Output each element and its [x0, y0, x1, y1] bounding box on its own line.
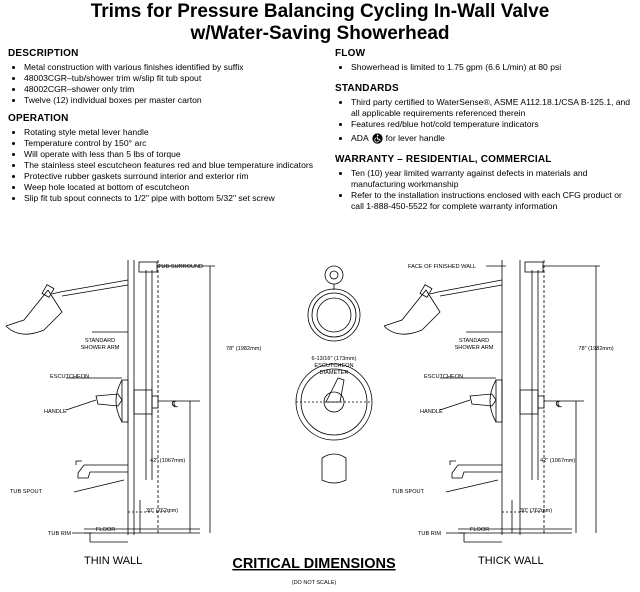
list-item: Rotating style metal lever handle: [24, 127, 323, 138]
right-column: FLOW Showerhead is limited to 1.75 gpm (…: [335, 48, 635, 219]
tub-rim-label: TUB RIM: [418, 531, 441, 537]
list-item: Slip fit tub spout connects to 1/2" pipe…: [24, 193, 323, 204]
operation-list: Rotating style metal lever handle Temper…: [8, 127, 323, 204]
escutcheon-label: ESCUTCHEON: [424, 374, 463, 380]
description-section: DESCRIPTION Metal construction with vari…: [8, 48, 323, 106]
floor-label: FLOOR: [96, 527, 115, 533]
list-item: 48002CGR–shower only trim: [24, 84, 323, 95]
tub-surround-label: TUB SURROUND: [158, 264, 203, 270]
dim-42-label: 42" (1067mm): [540, 458, 575, 464]
shower-arm-label-1: STANDARD: [459, 338, 489, 344]
critical-dimensions-diagram: TUB SURROUND STANDARD SHOWER ARM ESCUTCH…: [5, 260, 614, 586]
list-item: 48003CGR–tub/shower trim w/slip fit tub …: [24, 73, 323, 84]
esc-dim-label-1: 6-13/16" (173mm): [312, 356, 357, 362]
description-heading: DESCRIPTION: [8, 48, 79, 59]
escutcheon-label: ESCUTCHEON: [50, 374, 89, 380]
list-item: Showerhead is limited to 1.75 gpm (6.6 L…: [351, 62, 635, 73]
ada-row: ADA for lever handle: [351, 133, 635, 144]
do-not-scale-note: (DO NOT SCALE): [292, 580, 337, 586]
dim-30-label: 30" (762mm): [520, 508, 552, 514]
standards-heading: STANDARDS: [335, 83, 399, 94]
face-wall-label: FACE OF FINISHED WALL: [408, 264, 476, 270]
list-item: Protective rubber gaskets surround inter…: [24, 171, 323, 182]
description-list: Metal construction with various finishes…: [8, 62, 323, 106]
ada-suffix: for lever handle: [385, 133, 445, 143]
dim-30-label: 30" (762mm): [146, 508, 178, 514]
list-item: Temperature control by 150° arc: [24, 138, 323, 149]
list-item: Refer to the installation instructions e…: [351, 190, 635, 212]
list-item: The stainless steel escutcheon features …: [24, 160, 323, 171]
floor-label: FLOOR: [470, 527, 489, 533]
list-item: Features red/blue hot/cold temperature i…: [351, 119, 635, 130]
operation-section: OPERATION Rotating style metal lever han…: [8, 113, 323, 204]
flow-section: FLOW Showerhead is limited to 1.75 gpm (…: [335, 48, 635, 73]
centerline-symbol: ℄: [555, 399, 562, 409]
wheelchair-icon: [372, 133, 383, 144]
tub-rim-label: TUB RIM: [48, 531, 71, 537]
tub-spout-label: TUB SPOUT: [392, 489, 425, 495]
list-item: Will operate with less than 5 lbs of tor…: [24, 149, 323, 160]
dim-78-label: 78" (1982mm): [226, 346, 261, 352]
handle-label: HANDLE: [44, 409, 67, 415]
page-subtitle: w/Water-Saving Showerhead: [190, 23, 450, 44]
list-item: Metal construction with various finishes…: [24, 62, 323, 73]
shower-arm-label-2: SHOWER ARM: [81, 345, 120, 351]
list-item: Ten (10) year limited warranty against d…: [351, 168, 635, 190]
page-title: Trims for Pressure Balancing Cycling In-…: [90, 1, 550, 22]
centerline-symbol: ℄: [171, 399, 178, 409]
thin-wall-caption: THIN WALL: [84, 555, 142, 567]
list-item: Twelve (12) individual boxes per master …: [24, 95, 323, 106]
critical-dimensions-title: CRITICAL DIMENSIONS: [232, 556, 396, 572]
handle-label: HANDLE: [420, 409, 443, 415]
front-view-drawing: [295, 265, 373, 484]
shower-arm-label-2: SHOWER ARM: [455, 345, 494, 351]
flow-heading: FLOW: [335, 48, 366, 59]
ada-prefix: ADA: [351, 133, 369, 143]
thin-wall-drawing: [5, 260, 215, 543]
thick-wall-drawing: [383, 260, 600, 543]
list-item: Third party certified to WaterSense®, AS…: [351, 97, 635, 119]
dim-78-label: 78" (1982mm): [578, 346, 613, 352]
standards-list: Third party certified to WaterSense®, AS…: [335, 97, 635, 144]
dim-42-label: 42" (1067mm): [150, 458, 185, 464]
warranty-list: Ten (10) year limited warranty against d…: [335, 168, 635, 212]
thick-wall-caption: THICK WALL: [478, 555, 544, 567]
tub-spout-label: TUB SPOUT: [10, 489, 43, 495]
warranty-section: WARRANTY – RESIDENTIAL, COMMERCIAL Ten (…: [335, 154, 635, 212]
standards-section: STANDARDS Third party certified to Water…: [335, 83, 635, 144]
esc-dim-label-3: DIAMETER: [320, 370, 349, 376]
flow-list: Showerhead is limited to 1.75 gpm (6.6 L…: [335, 62, 635, 73]
list-item: Weep hole located at bottom of escutcheo…: [24, 182, 323, 193]
operation-heading: OPERATION: [8, 113, 69, 124]
warranty-heading: WARRANTY – RESIDENTIAL, COMMERCIAL: [335, 154, 552, 165]
esc-dim-label-2: ESCUTCHEON: [314, 363, 353, 369]
left-column: DESCRIPTION Metal construction with vari…: [8, 48, 323, 211]
shower-arm-label-1: STANDARD: [85, 338, 115, 344]
list-item: ADA for lever handle: [351, 133, 635, 144]
